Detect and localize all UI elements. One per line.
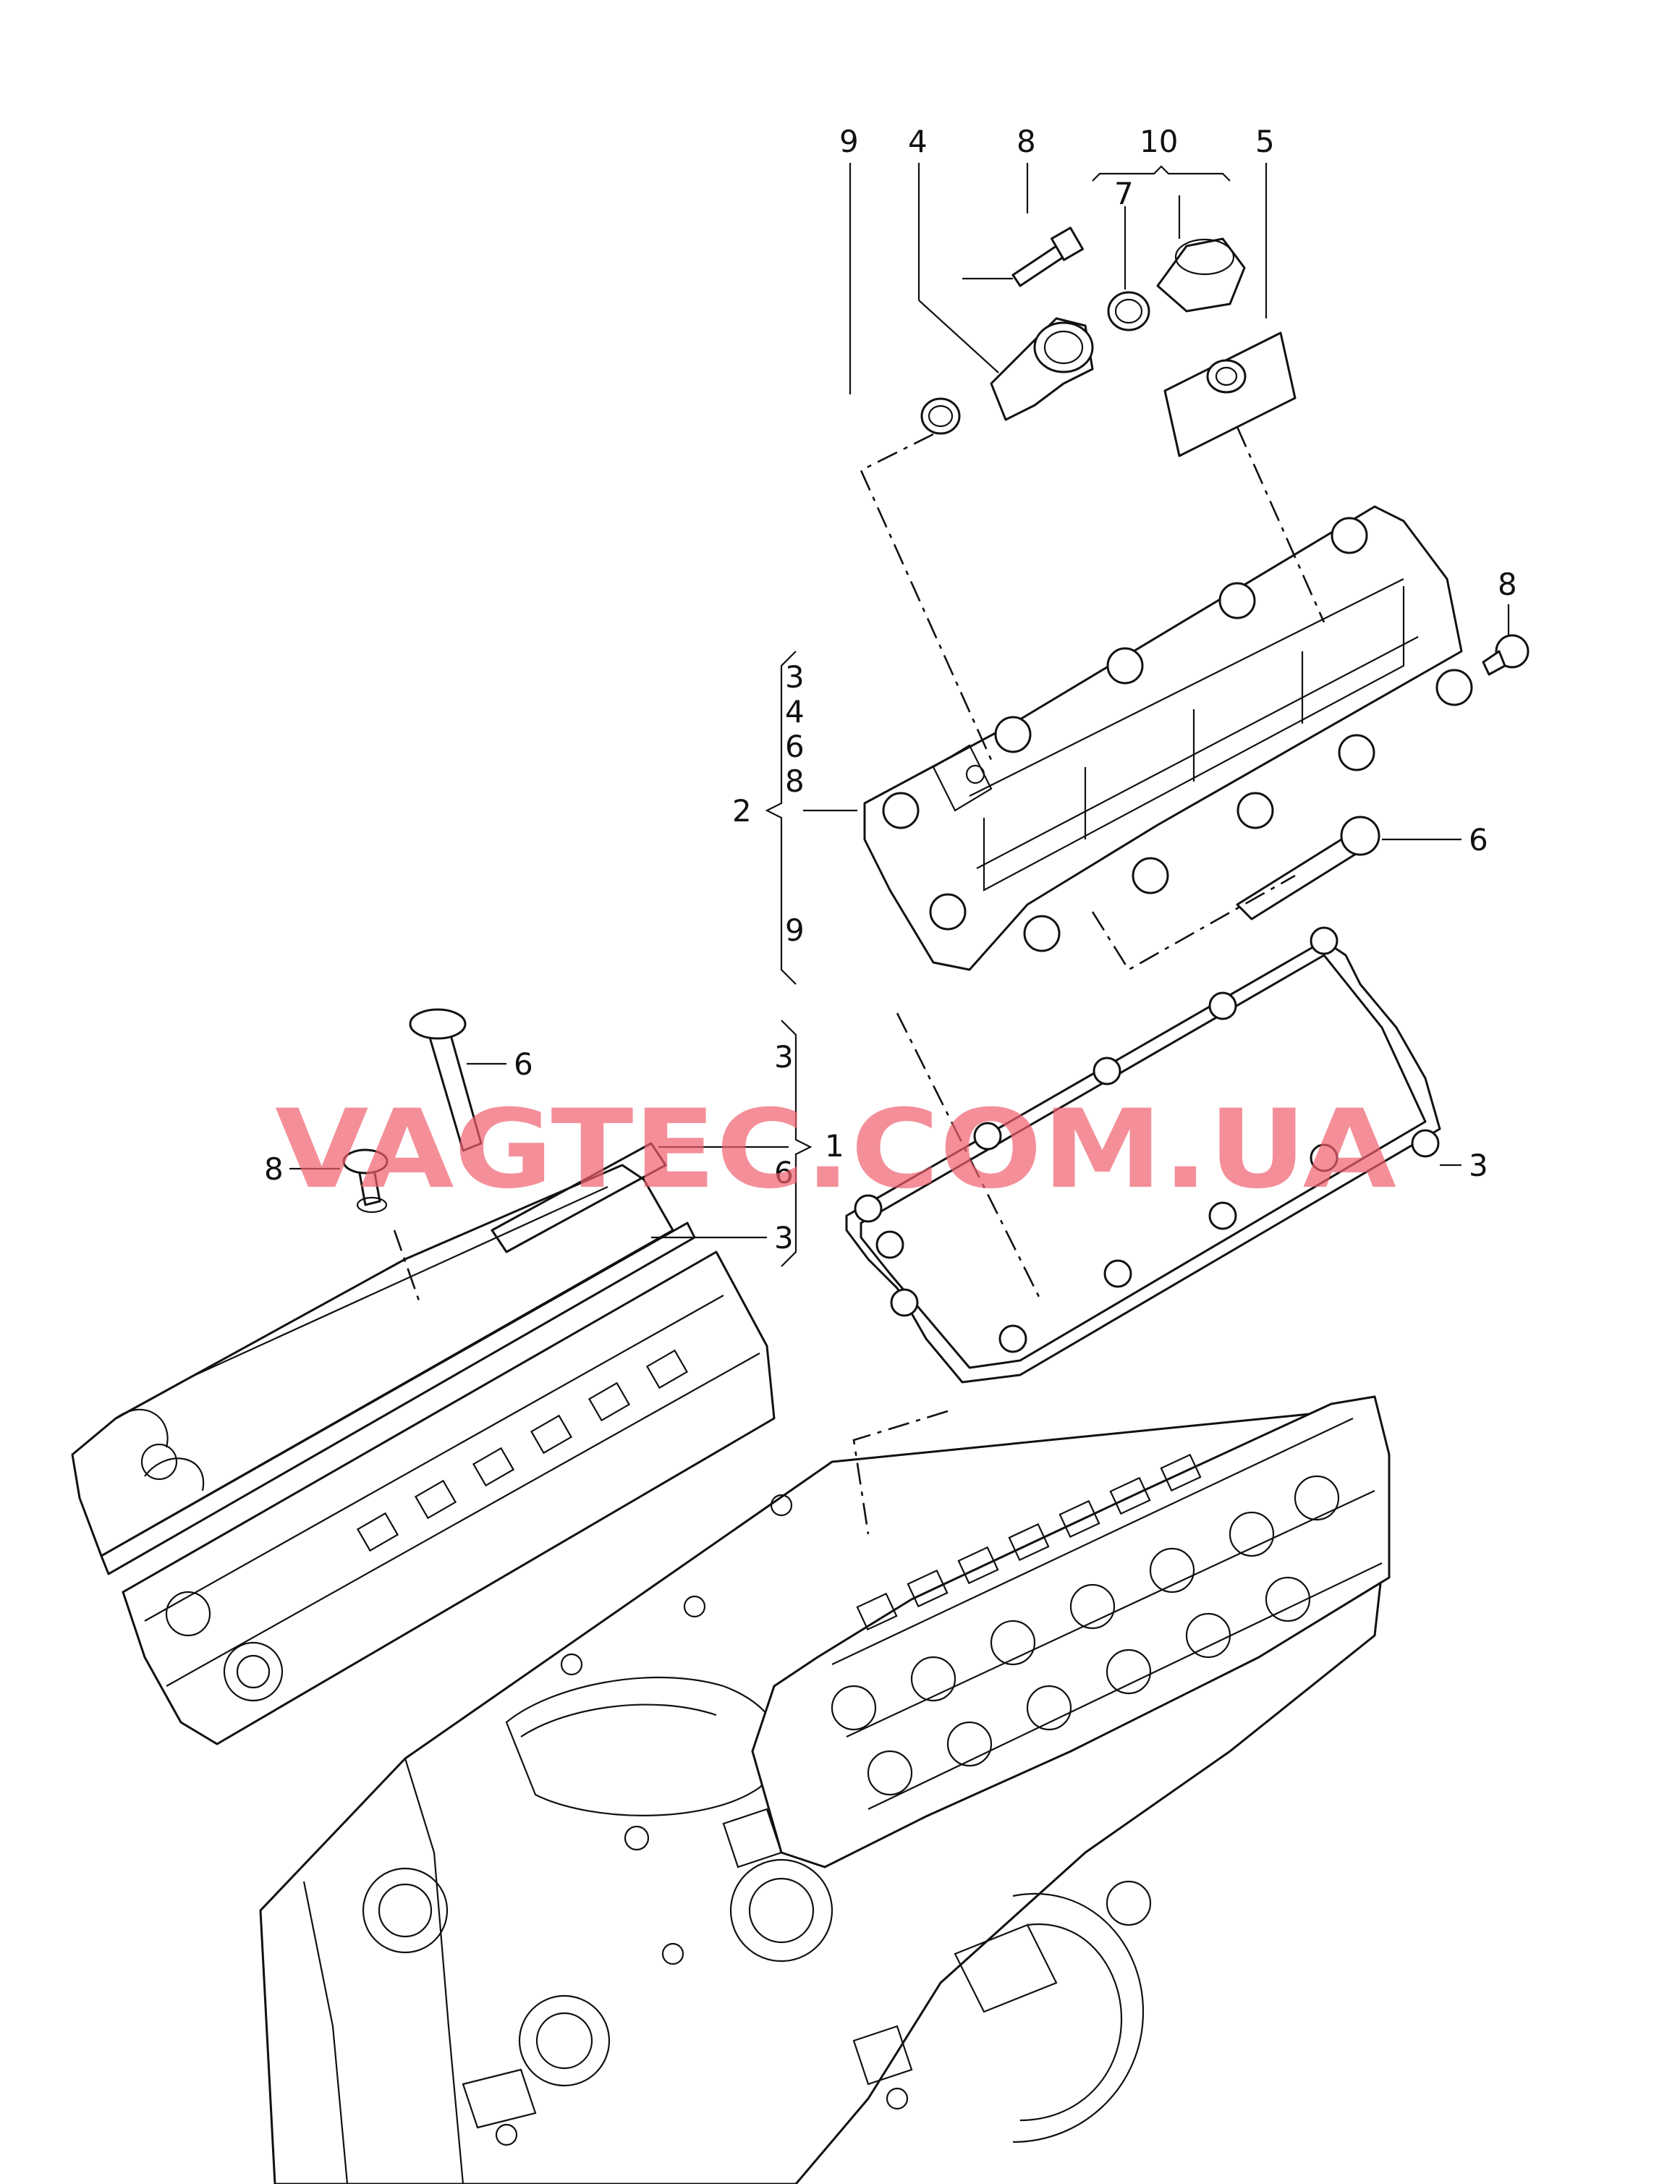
- callout-9-brace2: 9: [785, 913, 805, 948]
- bolt-8-right: [1482, 634, 1530, 676]
- bolt-6-left: [409, 1008, 483, 1152]
- callout-4-top: 4: [908, 124, 928, 159]
- callout-3-right: 3: [1469, 1148, 1488, 1183]
- right-gasket: [845, 926, 1441, 1384]
- left-gasket-loop: [491, 1142, 667, 1253]
- callout-8-top: 8: [1017, 124, 1036, 159]
- left-cylinder-head-cover: [71, 1164, 674, 1557]
- callout-6-brace2: 6: [785, 729, 805, 764]
- callout-8-right: 8: [1498, 567, 1517, 602]
- callout-3-left: 3: [774, 1220, 794, 1256]
- right-cylinder-head-cover: [863, 505, 1473, 971]
- oil-filler-cap: [1156, 237, 1246, 313]
- seal-strip-5: [1163, 331, 1297, 457]
- callout-3-brace1: 3: [774, 1039, 794, 1075]
- callout-5-top: 5: [1255, 124, 1275, 159]
- gasket-rings: [854, 926, 1440, 1353]
- callout-1-brace: 1: [825, 1128, 844, 1164]
- bolt-6-right: [1236, 816, 1380, 920]
- callout-2-brace: 2: [732, 793, 752, 829]
- callout-10-top: 10: [1140, 124, 1178, 159]
- callout-6-right: 6: [1469, 822, 1488, 858]
- cam-journals: [831, 1475, 1340, 1796]
- callout-4-brace2: 4: [785, 694, 805, 729]
- bolt-8-top: [1011, 227, 1084, 287]
- left-head-ports: [356, 1349, 689, 1552]
- intake-ports: [856, 1453, 1202, 1631]
- left-cylinder-head: [122, 1250, 776, 1745]
- callout-8-left: 8: [264, 1151, 284, 1187]
- callout-labels: 9 4 8 10 7 5 8 6 3 2 3 4 6 8 9 1 3 6 6 8…: [264, 124, 1517, 1256]
- callout-9-top: 9: [839, 124, 859, 159]
- o-ring-7: [1107, 291, 1150, 331]
- alignment-lines: [393, 426, 1325, 1535]
- leader-lines: [289, 163, 1510, 1267]
- callout-8-brace2: 8: [785, 763, 805, 799]
- watermark: VAGTEC.COM.UA: [275, 1087, 1396, 1213]
- oil-filler-neck: [990, 317, 1094, 421]
- callout-7-top: 7: [1114, 176, 1134, 211]
- bolt-8-left: [342, 1148, 389, 1214]
- callout-6-left: 6: [514, 1046, 533, 1082]
- o-ring-9: [920, 397, 961, 435]
- callout-6-brace1: 6: [774, 1155, 794, 1190]
- right-cylinder-head: [751, 1395, 1391, 1868]
- cover-bolt-bosses: [882, 517, 1473, 952]
- callout-3-brace2: 3: [785, 659, 805, 695]
